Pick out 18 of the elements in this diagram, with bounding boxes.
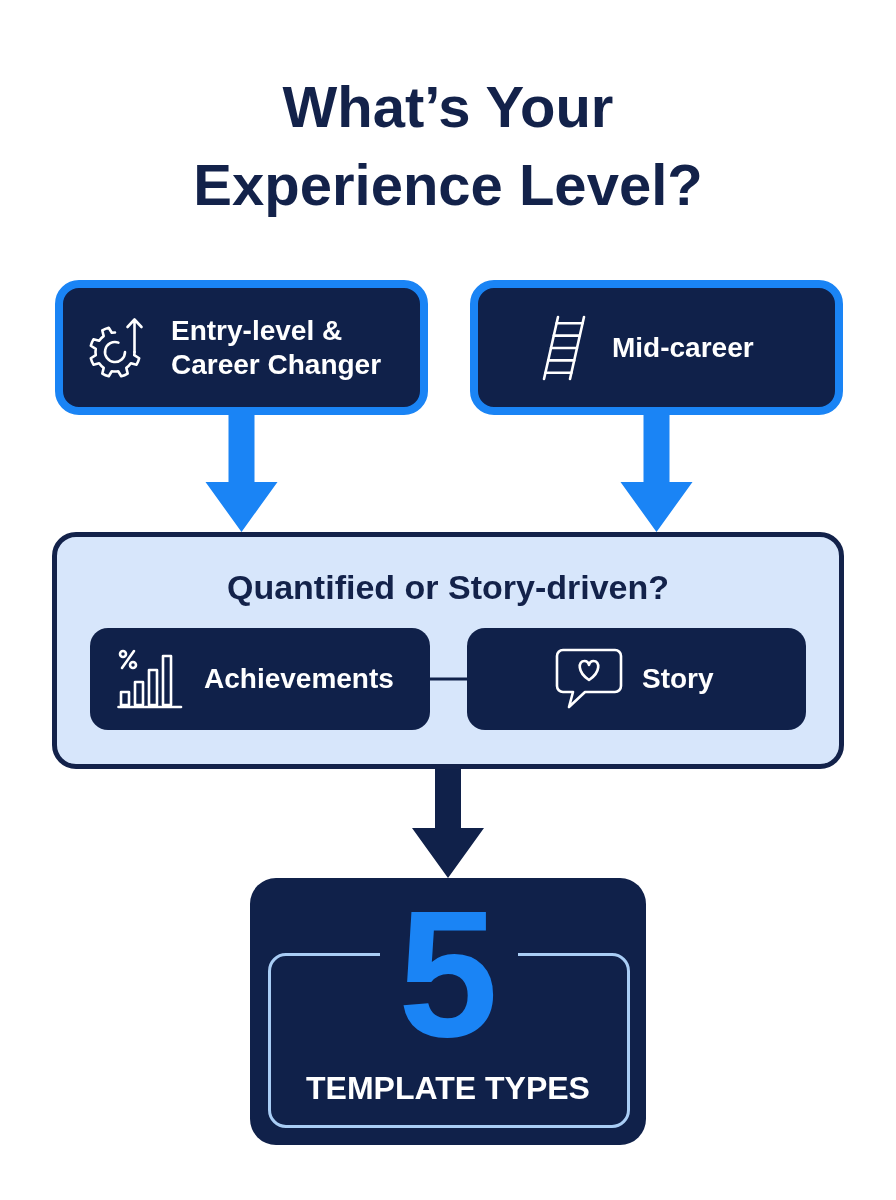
caption-text: TEMPLATE TYPES (306, 1069, 590, 1108)
connector-line (430, 677, 467, 681)
card-label: Mid-career (612, 330, 754, 365)
arrow (205, 415, 278, 532)
level-card (470, 280, 843, 415)
group-panel (52, 532, 844, 769)
arrow (620, 415, 693, 532)
option-card (90, 628, 430, 730)
panel-heading: Quantified or Story-driven? (226, 567, 669, 607)
level-card (55, 280, 428, 415)
arrow (412, 769, 484, 878)
big-number: 5 (397, 884, 499, 1064)
result-card (250, 878, 646, 1145)
title: What’s Your Experience Level? (192, 73, 704, 219)
card-label: Entry-level & Career Changer (171, 313, 383, 382)
card-label: Story (642, 662, 714, 696)
card-label: Achievements (204, 662, 394, 696)
option-card (467, 628, 806, 730)
